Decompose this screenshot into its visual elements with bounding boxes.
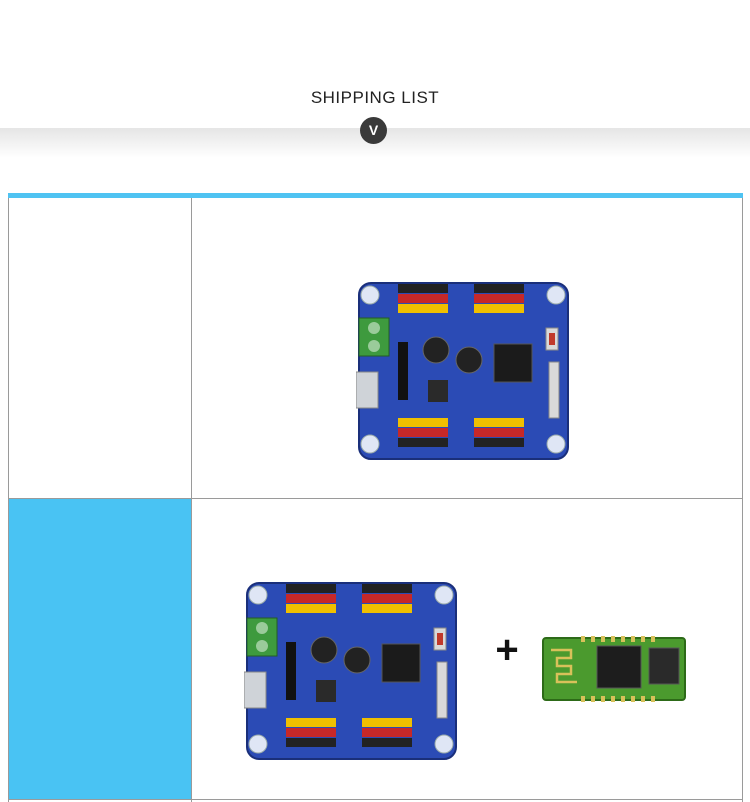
row-divider	[8, 498, 743, 499]
row-2-label-cell	[9, 499, 191, 799]
servo-board-image	[356, 282, 569, 460]
bluetooth-module-image	[542, 636, 686, 702]
header-section	[0, 0, 750, 132]
row-divider	[8, 799, 743, 800]
column-divider	[191, 198, 192, 802]
shipping-list-table	[8, 198, 743, 802]
chevron-down-icon[interactable]: V	[360, 117, 387, 144]
section-title: SHIPPING LIST	[310, 88, 440, 107]
servo-board-image-2	[244, 582, 457, 760]
table-top-accent-bar	[8, 193, 743, 198]
plus-icon: +	[495, 628, 519, 672]
